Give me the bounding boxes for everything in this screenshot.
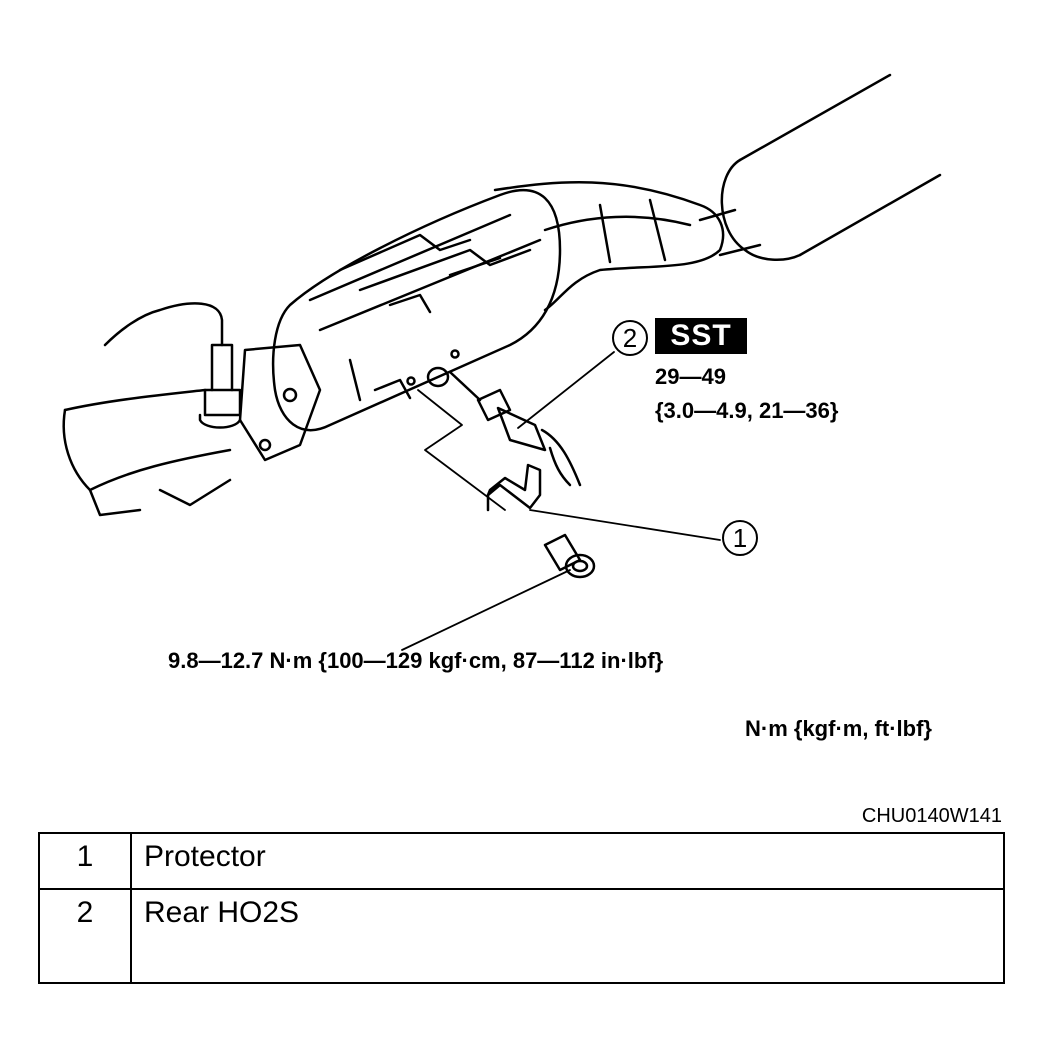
figure-id: CHU0140W141 [861,805,1002,827]
tailpipe-drawing [698,73,942,261]
bolt-torque-spec: 9.8—12.7 N·m {100—129 kgf·cm, 87—112 in·… [168,648,664,673]
legend-row: 1 Protector [38,832,1005,890]
parts-legend-table: 1 Protector 2 Rear HO2S [38,832,1005,984]
leader-lines [401,351,721,651]
sensor-torque-conversion: {3.0—4.9, 21—36} [655,398,839,423]
rear-ho2s-drawing [448,370,582,487]
catalytic-converter-drawing [271,188,562,432]
legend-row: 2 Rear HO2S [38,888,1005,984]
front-pipe-drawing [62,302,322,517]
sensor-torque-value: 29—49 [655,364,726,389]
mid-pipe-drawing [493,181,725,312]
legend-number: 1 [38,832,132,890]
sst-badge: SST [655,318,747,354]
callout-1: 1 [722,520,758,556]
legend-number: 2 [38,888,132,984]
bolt-drawing [543,533,596,579]
legend-part-name: Rear HO2S [130,888,1005,984]
callout-2: 2 [612,320,648,356]
legend-part-name: Protector [130,832,1005,890]
torque-units-note: N·m {kgf·m, ft·lbf} [745,716,932,741]
